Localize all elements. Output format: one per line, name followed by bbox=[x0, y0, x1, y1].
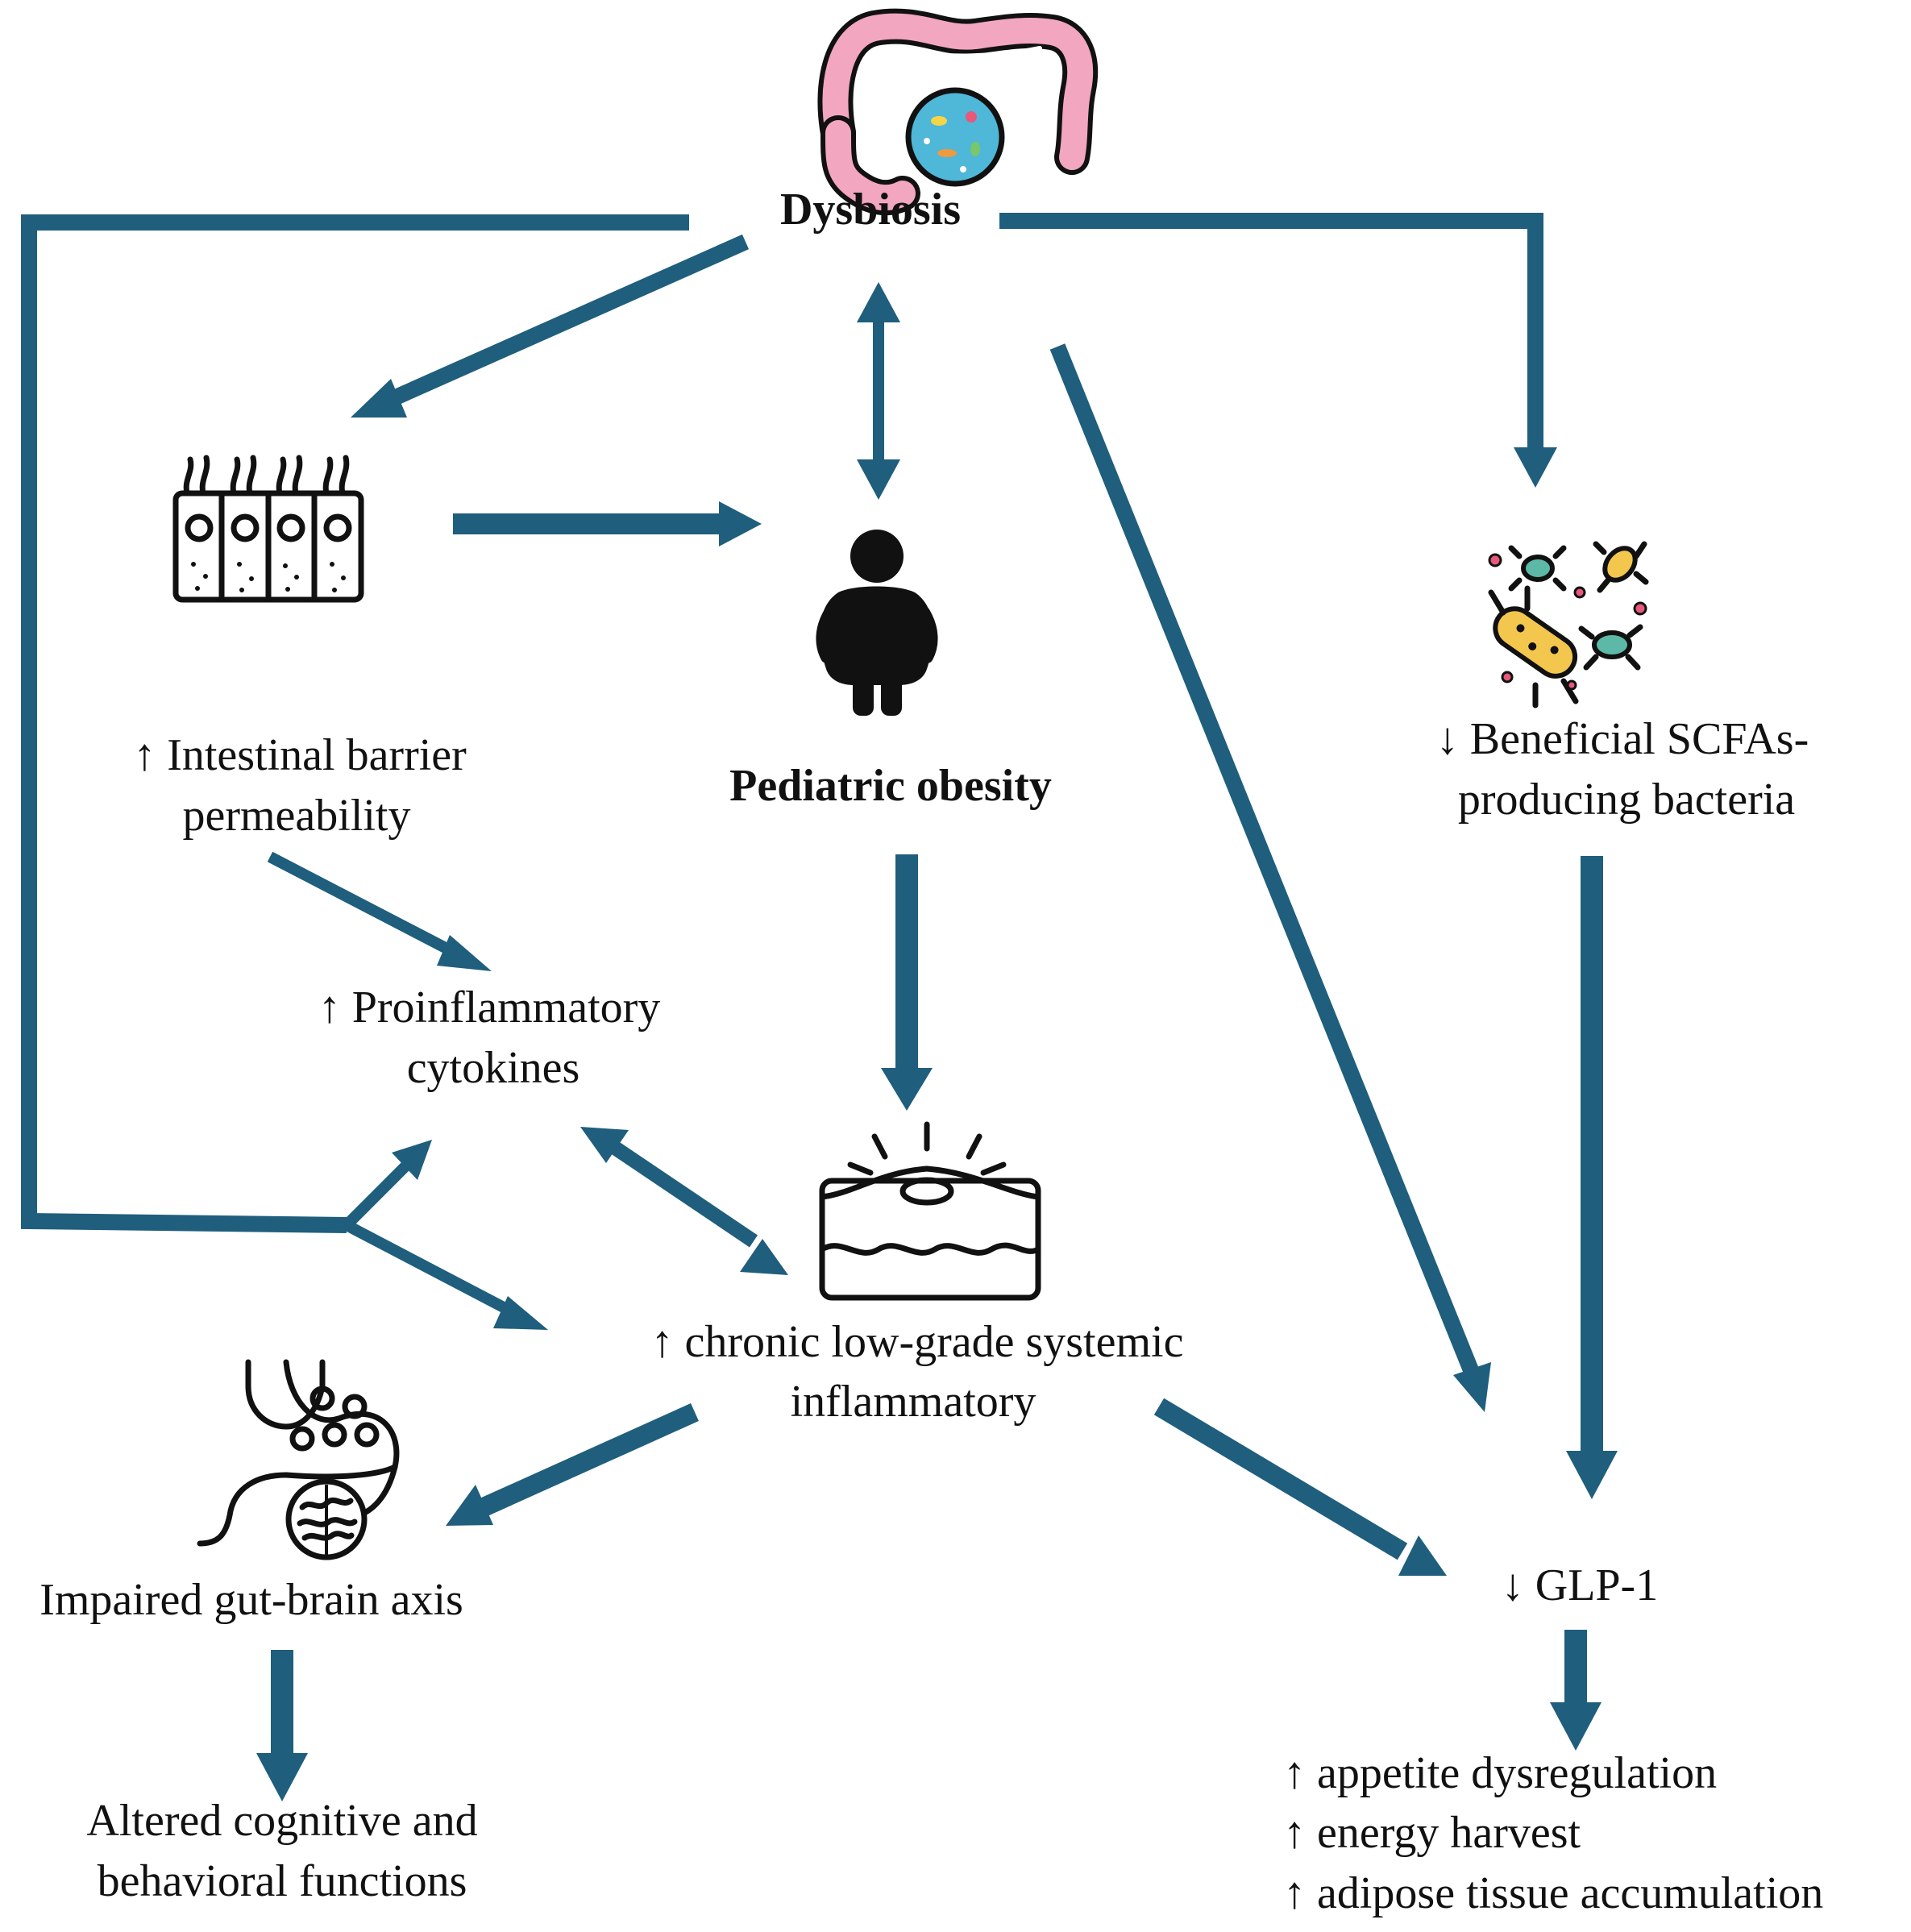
cytokines-label-line2: cytokines bbox=[407, 1043, 580, 1093]
barrier-label-line2: permeability bbox=[182, 791, 410, 841]
arrowhead bbox=[1566, 1451, 1618, 1499]
outcome-energy: ↑ energy harvest bbox=[1283, 1808, 1581, 1858]
pediatric-obesity-label: Pediatric obesity bbox=[729, 761, 1052, 811]
cognitive-label-line2: behavioral functions bbox=[98, 1856, 467, 1906]
inflammation-label-line1: ↑ chronic low-grade systemic bbox=[651, 1317, 1184, 1367]
arrowhead bbox=[1514, 447, 1557, 488]
arrow-inflammation-to-gut-brain bbox=[480, 1403, 699, 1516]
arrows bbox=[21, 213, 1618, 1801]
scfa-label-line1: ↓ Beneficial SCFAs- bbox=[1436, 714, 1809, 764]
arrowhead bbox=[256, 1753, 308, 1801]
arrow-dysbiosis-to-barrier bbox=[379, 234, 750, 411]
barrier-label-line1: ↑ Intestinal barrier bbox=[133, 730, 467, 780]
arrowhead bbox=[1453, 1362, 1491, 1412]
arrowhead bbox=[719, 501, 762, 546]
intestinal-epithelium-icon bbox=[172, 455, 364, 603]
arrowhead bbox=[857, 459, 900, 500]
outcome-appetite: ↑ appetite dysregulation bbox=[1283, 1748, 1717, 1798]
arrowhead bbox=[1398, 1535, 1447, 1576]
arrow-bracket-to-inflammation bbox=[343, 1219, 519, 1319]
arrowhead bbox=[740, 1239, 788, 1275]
arrowhead bbox=[580, 1127, 629, 1163]
outcome-adipose: ↑ adipose tissue accumulation bbox=[1283, 1868, 1823, 1918]
dysbiosis-label: Dysbiosis bbox=[780, 185, 961, 235]
arrowhead bbox=[351, 379, 407, 418]
arrowhead bbox=[446, 1485, 493, 1526]
bacteria-icon bbox=[1488, 541, 1649, 708]
glp1-label: ↓ GLP-1 bbox=[1502, 1560, 1658, 1610]
inflamed-tissue-icon bbox=[819, 1121, 1041, 1301]
arrow-dysbiosis-to-glp1 bbox=[1049, 343, 1479, 1373]
inflammation-label-line2: inflammatory bbox=[791, 1377, 1037, 1427]
arrowhead bbox=[493, 1296, 548, 1330]
stomach-brain-icon bbox=[197, 1359, 400, 1560]
arrow-dysbiosis-to-scfa bbox=[999, 213, 1543, 451]
obese-child-icon bbox=[816, 530, 938, 716]
gut-brain-label: Impaired gut-brain axis bbox=[39, 1575, 463, 1625]
arrow-cytokines-inflammation-bidirectional bbox=[608, 1140, 758, 1248]
cognitive-label-line1: Altered cognitive and bbox=[86, 1796, 477, 1846]
scfa-label-line2: producing bacteria bbox=[1458, 775, 1795, 825]
arrow-inflammation-to-glp1 bbox=[1153, 1398, 1408, 1560]
cytokines-label-line1: ↑ Proinflammatory bbox=[318, 983, 661, 1032]
arrowhead bbox=[392, 1140, 432, 1180]
arrowhead bbox=[857, 282, 900, 322]
arrowhead bbox=[1550, 1702, 1602, 1751]
arrow-barrier-to-cytokines bbox=[267, 851, 463, 961]
arrowhead bbox=[881, 1068, 933, 1111]
arrowhead bbox=[437, 935, 492, 971]
arrow-dysbiosis-left-bracket bbox=[21, 214, 689, 1233]
colon-with-microbe-icon bbox=[817, 8, 1099, 216]
arrow-bracket-to-cytokines bbox=[343, 1158, 413, 1229]
